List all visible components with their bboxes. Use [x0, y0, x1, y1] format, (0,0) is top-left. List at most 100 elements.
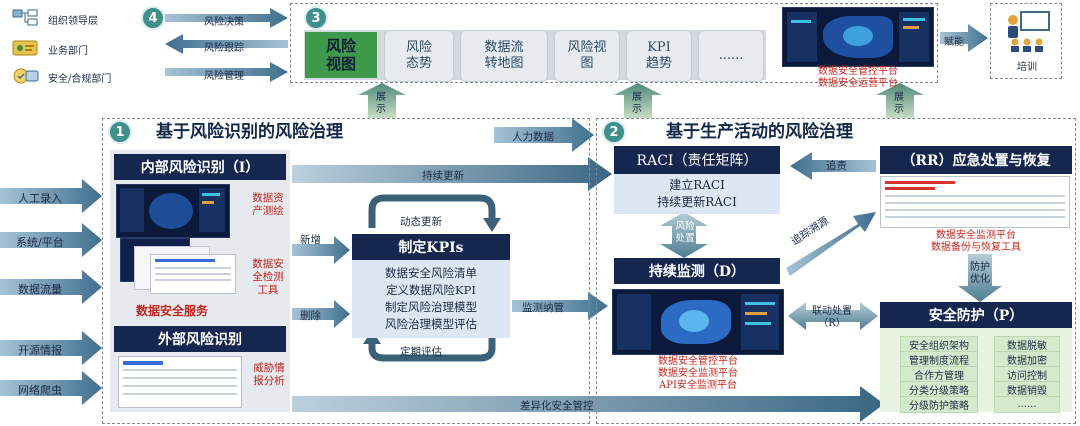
input-arrow-2 — [0, 223, 102, 257]
show-arrow-right — [876, 83, 924, 118]
legend-business-dept: 业务部门 — [12, 38, 142, 58]
badge-2: 2 — [602, 120, 626, 144]
risk-view-tile: 风险 视图 — [305, 32, 377, 78]
risk-decision-label: 风险决策 — [204, 17, 244, 28]
org-chart-icon — [12, 9, 38, 26]
badge-4: 4 — [141, 6, 165, 30]
periodic-eval-label: 定期评估 — [400, 346, 442, 358]
empower-arrow — [940, 24, 988, 52]
show-arrow-left — [358, 83, 406, 118]
diff-control-arrow — [292, 386, 884, 422]
input-arrow-5 — [0, 371, 102, 405]
left-section-title: 基于风险识别的风险治理 — [156, 122, 343, 142]
legend-org-leadership: 组织领导层 — [12, 8, 142, 28]
dynamic-update-loop — [368, 194, 496, 228]
platform-dashboard-thumbnail — [782, 7, 934, 67]
right-governance-section — [596, 118, 1076, 424]
data-security-service: 数据安全服务 — [136, 304, 209, 318]
dynamic-update-label: 动态更新 — [400, 216, 442, 228]
rr-screenshot — [880, 176, 1070, 228]
kpi-items: 数据安全风险清单 定义数据风险KPI 制定风险治理模型 风险治理模型评估 — [352, 260, 510, 338]
monitor-label: 监测纳管 — [522, 302, 564, 314]
linkage-label: 联动处置 （R） — [812, 306, 852, 329]
right-section-title: 基于生产活动的风险治理 — [666, 122, 853, 142]
monitor-title: 持续监测（D） — [614, 258, 780, 284]
input-crawler: 网络爬虫 — [18, 384, 62, 397]
protect-item: 分级防护策略 — [900, 396, 978, 413]
raci-items: 建立RACI 持续更新RACI — [614, 174, 780, 214]
tile-risk-posture: 风险 态势 — [384, 30, 454, 82]
monitoring-dashboard-thumbnail — [612, 289, 784, 355]
security-icon — [13, 68, 39, 84]
delete-arrow — [292, 300, 350, 328]
rr-title: （RR）应急处置与恢复 — [880, 146, 1072, 174]
asset-mapping-screenshot — [116, 184, 230, 238]
protect-item: ...... — [994, 396, 1060, 413]
delete-label: 删除 — [300, 310, 321, 322]
raci-title: RACI（责任矩阵） — [614, 146, 780, 174]
risk-tracking-arrow — [165, 34, 288, 54]
input-osint: 开源情报 — [18, 344, 62, 357]
risk-management-label: 风险管理 — [204, 71, 244, 82]
detection-tools-caption: 数据安 全检测 工具 — [252, 258, 284, 296]
tile-risk-view: 风险视 图 — [554, 30, 620, 82]
risk-management-arrow — [165, 62, 288, 82]
training-icon — [1008, 11, 1050, 52]
platform-caption: 数据安全管控平台 数据安全运营平台 — [818, 66, 898, 89]
add-arrow — [292, 236, 350, 264]
risk-handle-label: 风险 处置 — [675, 221, 695, 244]
continuous-update-arrow — [292, 157, 612, 191]
threat-intel-caption: 威胁情 报分析 — [253, 362, 285, 387]
left-governance-section — [102, 118, 590, 424]
human-data-label: 人力数据 — [512, 131, 554, 143]
protect-optimize-label: 防护 优化 — [970, 262, 990, 285]
input-manual: 人工录入 — [18, 192, 62, 205]
view-panel — [290, 3, 938, 83]
show-label-right: 展 示 — [894, 92, 904, 115]
raci-item: 持续更新RACI — [657, 195, 737, 209]
empower-label: 赋能 — [944, 37, 964, 48]
kpi-item: 定义数据风险KPI — [386, 283, 476, 297]
kpi-title: 制定KPIs — [352, 234, 510, 260]
show-label-middle: 展 示 — [632, 92, 642, 115]
trace-arrow — [786, 212, 876, 276]
legend-security-dept: 安全/合规部门 — [12, 66, 142, 86]
human-data-arrow — [494, 118, 594, 152]
linkage-arrow — [788, 302, 878, 330]
protect-title: 安全防护（P） — [880, 302, 1072, 328]
monitor-arrow — [512, 292, 608, 320]
input-system: 系统/平台 — [16, 236, 64, 249]
tile-kpi-trend: KPI 趋势 — [626, 30, 692, 82]
risk-decision-arrow — [165, 8, 288, 28]
asset-mapping-caption: 数据资 产测绘 — [252, 192, 284, 217]
kpi-item: 数据安全风险清单 — [385, 266, 477, 280]
input-arrow-4 — [0, 331, 102, 365]
threat-intel-screenshot — [118, 356, 242, 408]
rr-caption: 数据安全监测平台 数据备份与恢复工具 — [931, 230, 1021, 253]
business-icon — [12, 40, 38, 56]
show-label-left: 展 示 — [376, 92, 386, 115]
input-arrow-3 — [0, 270, 102, 304]
input-traffic: 数据流量 — [18, 283, 62, 296]
external-risk-title: 外部风险识别 — [114, 326, 286, 352]
kpi-item: 风险治理模型评估 — [385, 317, 477, 331]
kpi-item: 制定风险治理模型 — [385, 300, 477, 314]
tile-data-flow-map: 数据流 转地图 — [460, 30, 548, 82]
protect-optimize-arrow — [958, 254, 1002, 302]
periodic-eval-loop — [368, 334, 496, 362]
accountability-arrow — [790, 152, 876, 180]
monitor-caption: 数据安全管控平台 数据安全监测平台 API安全监测平台 — [658, 356, 738, 391]
badge-3: 3 — [304, 6, 328, 30]
tile-more: ...... — [698, 30, 764, 82]
badge-1: 1 — [108, 120, 132, 144]
show-arrow-middle — [614, 83, 662, 118]
detection-tools-screenshots — [120, 238, 240, 296]
risk-tracking-label: 风险跟踪 — [204, 43, 244, 54]
internal-risk-title: 内部风险识别（I） — [114, 154, 286, 180]
accountability-label: 追责 — [826, 160, 847, 172]
diff-control-label: 差异化安全管控 — [520, 400, 594, 412]
input-arrow-1 — [0, 179, 102, 213]
protect-item: 访问控制 — [994, 366, 1060, 383]
raci-item: 建立RACI — [669, 178, 725, 192]
training-label: 培训 — [1017, 62, 1037, 73]
